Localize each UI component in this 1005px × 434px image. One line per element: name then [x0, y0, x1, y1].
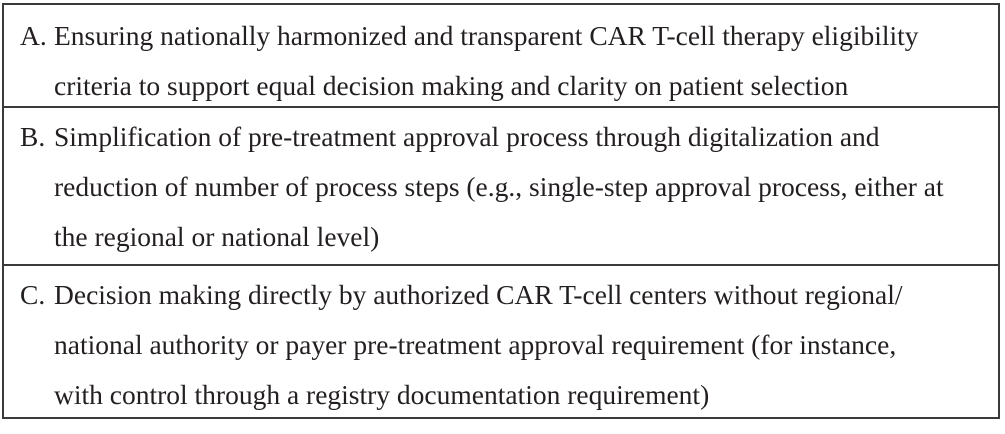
option-text-line: criteria to support equal decision makin…	[54, 70, 849, 101]
option-text: Ensuring nationally harmonized and trans…	[54, 11, 984, 106]
option-letter: C.	[20, 279, 46, 310]
option-letter: B.	[20, 121, 46, 152]
option-row-b: B. Simplification of pre-treatment appro…	[4, 106, 998, 264]
option-text-line: Decision making directly by authorized C…	[54, 279, 903, 310]
option-text-line: the regional or national level)	[54, 221, 380, 252]
option-text-line: national authority or payer pre-treatmen…	[54, 329, 897, 360]
option-row-a: A. Ensuring nationally harmonized and tr…	[4, 5, 998, 106]
option-letter: A.	[20, 20, 47, 51]
option-row-c: C. Decision making directly by authorize…	[4, 264, 998, 417]
option-text-line: with control through a registry document…	[54, 379, 710, 410]
option-text-line: Ensuring nationally harmonized and trans…	[54, 20, 919, 51]
option-text: Simplification of pre-treatment approval…	[54, 112, 984, 264]
options-table: A. Ensuring nationally harmonized and tr…	[2, 3, 1000, 419]
option-text-line: reduction of number of process steps (e.…	[54, 171, 944, 202]
option-text-line: Simplification of pre-treatment approval…	[54, 121, 880, 152]
option-text: Decision making directly by authorized C…	[54, 270, 984, 417]
